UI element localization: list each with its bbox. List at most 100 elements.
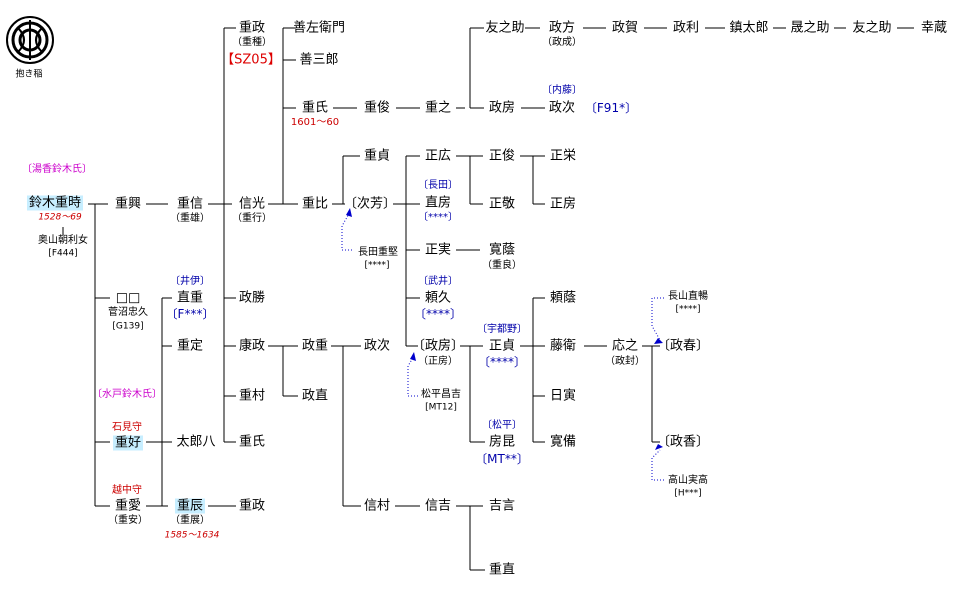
code-sz05: 【SZ05】	[221, 52, 281, 68]
person-matsudaira-masayoshi: 松平昌吉	[421, 389, 461, 400]
code-naofusa: 〔****〕	[418, 212, 458, 223]
alias-shigetatsu: （重展）	[170, 515, 210, 526]
person-nagayama: 長山直暢	[668, 291, 708, 302]
person-hirobi: 寛備	[549, 434, 577, 450]
person-shigechika: 重愛	[114, 498, 142, 514]
person-masafusa3: 〔政房〕	[411, 338, 465, 354]
person-suganuma: 菅沼忠久	[108, 307, 148, 318]
person-nobumitsu: 信光	[238, 196, 266, 212]
person-shigehi: 重比	[301, 196, 329, 212]
person-shigeuji: 重氏	[301, 100, 329, 116]
adoption-arrowheads	[346, 208, 663, 450]
person-tarohachi: 太郎八	[176, 434, 216, 450]
person-masayoshi: 政賀	[611, 20, 639, 36]
alias-masayuki: （政封）	[605, 356, 645, 367]
person-naoshige: 直重	[176, 290, 204, 306]
person-shigeuji2: 重氏	[238, 434, 266, 450]
clan-label-mito: 〔水戸鈴木氏〕	[92, 389, 162, 400]
code-matsudaira: [MT12]	[425, 402, 457, 413]
crest-label: 抱き稲	[15, 69, 43, 80]
code-f91: 〔F91*〕	[584, 101, 638, 115]
code-takayama: [H***]	[674, 488, 702, 499]
person-masafusa2: 正房	[549, 196, 577, 212]
person-masahiro: 正広	[424, 148, 452, 164]
domain-takei: 〔武井〕	[418, 276, 458, 287]
person-zenzaemon: 善左衛門	[292, 20, 346, 36]
person-nagata-shigekata: 長田重堅	[358, 247, 398, 258]
person-tomonosuke-2: 友之助	[852, 20, 892, 36]
person-shigemasa-bottom: 重政	[238, 498, 266, 514]
person-masayuki: 応之	[611, 338, 639, 354]
person-masanao: 政直	[301, 388, 329, 404]
person-shigenobu: 重信	[176, 196, 204, 212]
person-masaharu: 〔政春〕	[656, 338, 710, 354]
person-kozo: 幸蔵	[920, 20, 948, 36]
person-hirofusa: 寛蔭	[488, 242, 516, 258]
code-nagayama: [****]	[675, 304, 701, 315]
person-shigetoki: 鈴木重時	[26, 195, 84, 211]
code-nagata: [****]	[364, 260, 390, 271]
person-naofusa: 直房	[424, 195, 452, 211]
person-masatoshi-r: 政利	[672, 20, 700, 36]
alias-shigechika: （重安）	[108, 515, 148, 526]
code-suganuma: [G139]	[112, 321, 144, 332]
person-shigeyoshi: 重好	[112, 435, 144, 451]
person-hitora: 日寅	[549, 388, 577, 404]
person-shigesada2: 重定	[176, 338, 204, 354]
person-fusaakira: 房昆	[488, 434, 516, 450]
alias-masakata: （政成）	[542, 37, 582, 48]
person-takayama: 高山実高	[668, 475, 708, 486]
clan-label-yusetsu: 〔湯香鈴木氏〕	[22, 164, 92, 175]
adoption-lines	[341, 211, 664, 481]
person-masakata: 政方	[548, 20, 576, 36]
person-yoshinobu: 吉言	[488, 498, 516, 514]
wife-shigetoki: 奥山朝利女	[38, 235, 88, 246]
person-yorihisa: 頼久	[424, 290, 452, 306]
person-masazane: 正実	[424, 242, 452, 258]
domain-nagata: 〔長田〕	[418, 180, 458, 191]
alias-hirofusa: （重良）	[482, 260, 522, 271]
person-tsuguyoshi: 〔次芳〕	[343, 196, 397, 212]
person-tomonosuke-1: 友之助	[485, 20, 525, 36]
person-fujie: 藤衛	[549, 338, 577, 354]
person-yasumasa: 康政	[238, 338, 266, 354]
person-shintaro: 鎮太郎	[729, 20, 769, 36]
person-masaka: 〔政香〕	[656, 434, 710, 450]
domain-matsudaira: 〔松平〕	[482, 420, 522, 431]
person-masashige: 政重	[301, 338, 329, 354]
person-shigenao: 重直	[488, 562, 516, 578]
person-masataka: 正敬	[488, 196, 516, 212]
person-shigemasa-top: 重政	[238, 20, 266, 36]
code-fusaakira: 〔MT**〕	[475, 452, 529, 466]
daki-ine-crest-icon	[6, 16, 54, 64]
code-yorihisa: 〔****〕	[413, 307, 463, 321]
person-zensaburo: 善三郎	[299, 52, 339, 68]
domain-ii: 〔井伊〕	[170, 276, 210, 287]
person-masatoshi: 正俊	[488, 148, 516, 164]
person-shigeoki: 重興	[114, 196, 142, 212]
person-nobuyoshi: 信吉	[424, 498, 452, 514]
alias-nobumitsu: （重行）	[232, 213, 272, 224]
person-nobumura: 信村	[363, 498, 391, 514]
code-naoshige: 〔F***〕	[165, 307, 215, 321]
alias-shigemasa-top: （重種）	[232, 37, 272, 48]
years-shigeuji: 1601～60	[290, 117, 340, 128]
person-shigetatsu: 重辰	[174, 498, 206, 514]
person-shigemura: 重村	[238, 388, 266, 404]
family-lines	[62, 27, 914, 571]
person-masahide: 正栄	[549, 148, 577, 164]
years-shigetoki: 1528～69	[38, 212, 82, 223]
alias-masafusa3: （正房）	[418, 356, 458, 367]
code-masasada: 〔****〕	[477, 355, 527, 369]
person-masasada: 正貞	[488, 338, 516, 354]
person-shigetoshi: 重俊	[363, 100, 391, 116]
domain-utsunomiya: 〔宇都野〕	[477, 324, 527, 335]
person-akinosuke: 晟之助	[790, 20, 830, 36]
wife-code-shigetoki: [F444]	[48, 248, 78, 259]
person-masatsugu: 政次	[548, 100, 576, 116]
person-masafusa: 政房	[488, 100, 516, 116]
years-shigetatsu: 1585～1634	[164, 530, 220, 541]
person-masatsugu2: 政次	[363, 338, 391, 354]
